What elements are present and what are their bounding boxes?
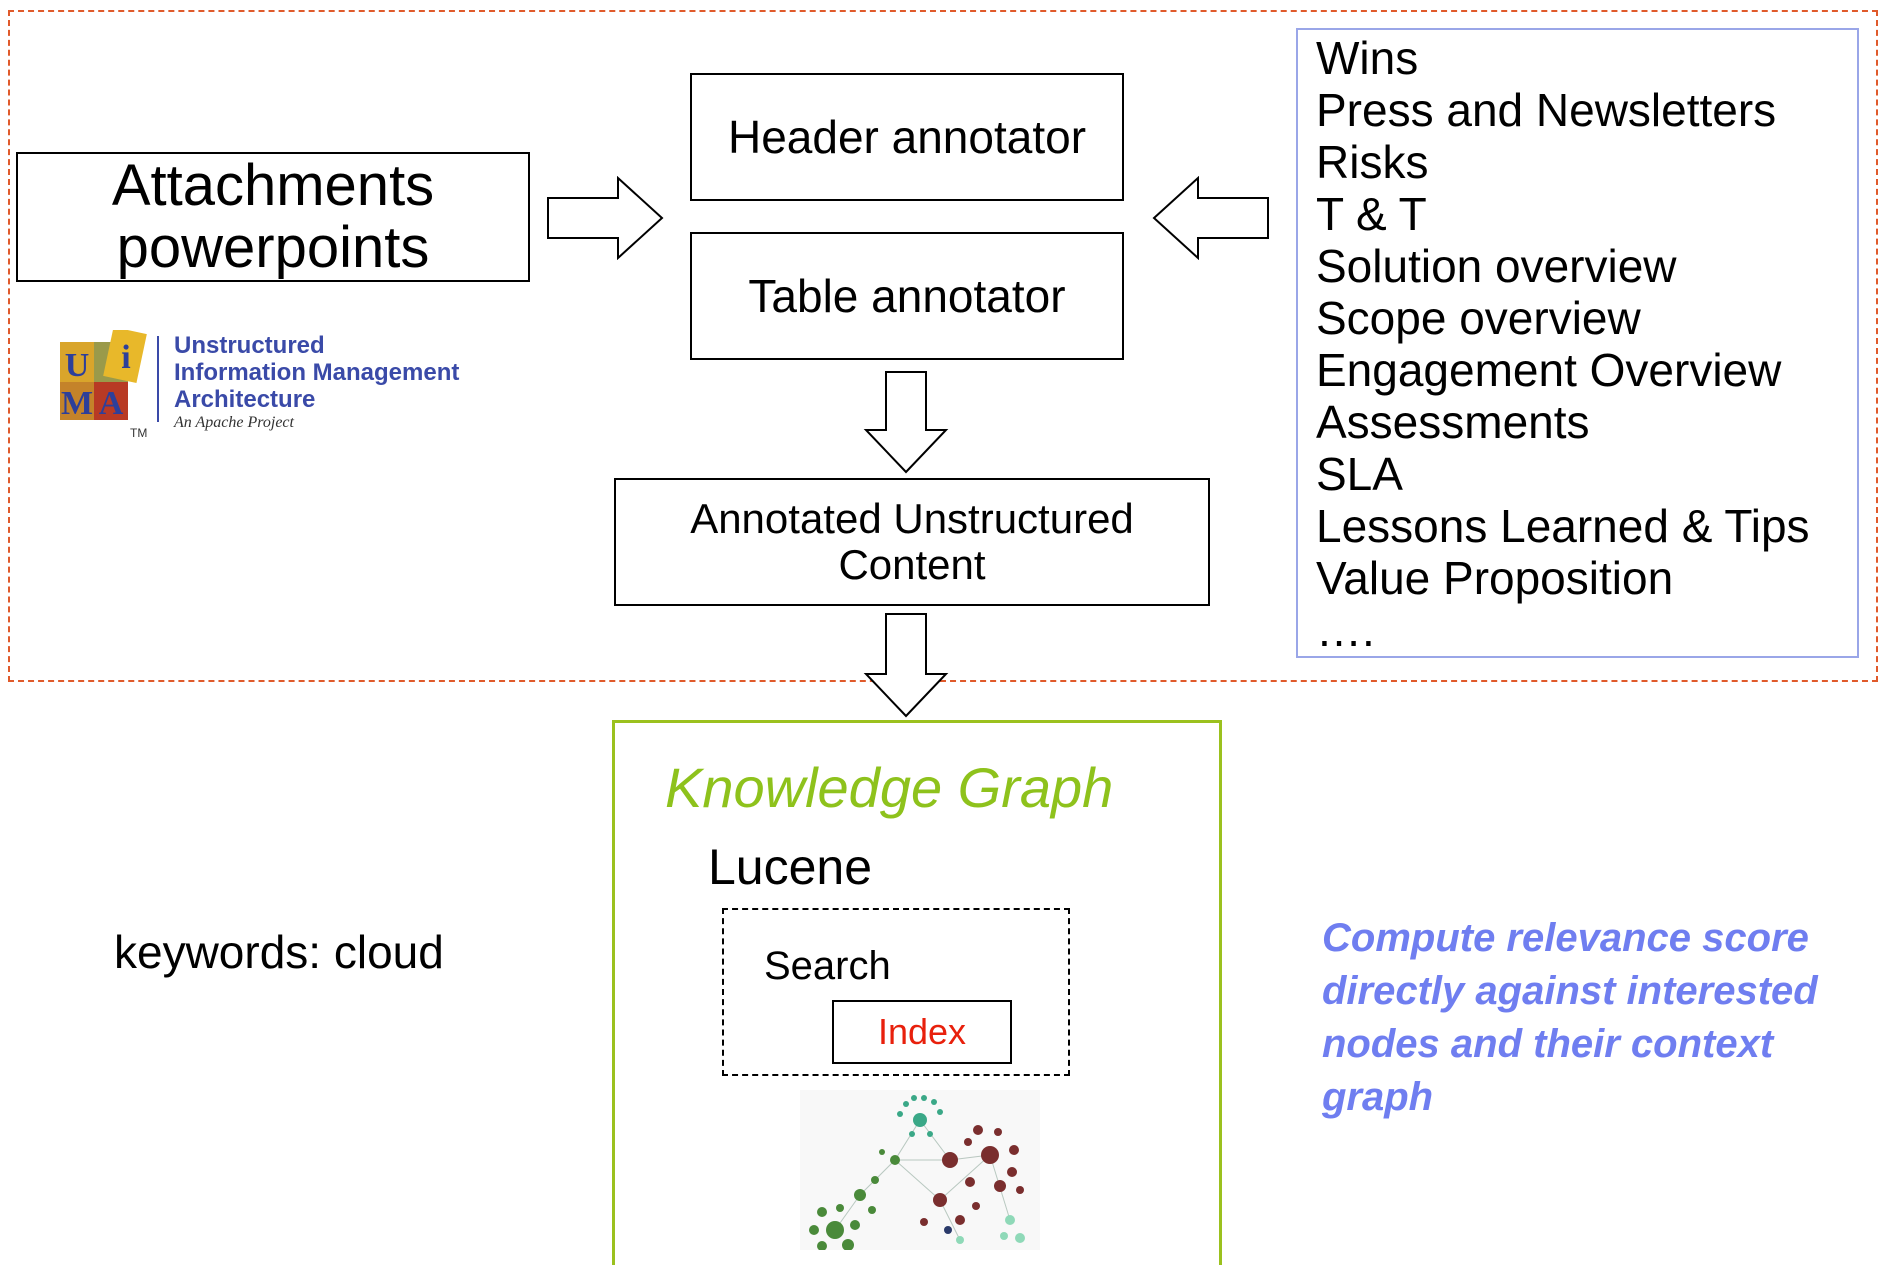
uima-line-3: Architecture bbox=[174, 386, 316, 413]
list-item: Scope overview bbox=[1316, 292, 1641, 344]
uima-subtitle: An Apache Project bbox=[174, 414, 294, 431]
annotated-content-box: Annotated Unstructured Content bbox=[614, 478, 1210, 606]
knowledge-graph-box bbox=[612, 720, 1222, 1265]
list-item: Engagement Overview bbox=[1316, 344, 1782, 396]
list-item: T & T bbox=[1316, 188, 1427, 240]
uima-letter-m: M bbox=[61, 385, 93, 422]
section-list: Wins Press and Newsletters Risks T & T S… bbox=[1296, 28, 1859, 658]
attachments-line-2: powerpoints bbox=[116, 215, 430, 280]
list-item: Wins bbox=[1316, 32, 1419, 84]
list-item: SLA bbox=[1316, 448, 1403, 500]
annotated-line-1: Annotated Unstructured bbox=[690, 495, 1134, 542]
index-box: Index bbox=[832, 1000, 1012, 1064]
uima-logo: U i M A Unstructured Information Managem… bbox=[58, 327, 488, 440]
down-arrow-icon bbox=[863, 613, 949, 718]
attachments-line-1: Attachments bbox=[111, 153, 435, 218]
list-item: Value Proposition bbox=[1316, 552, 1674, 604]
knowledge-graph-network-image bbox=[800, 1090, 1040, 1250]
processing-region bbox=[8, 10, 1878, 682]
annotated-line-2: Content bbox=[838, 541, 986, 588]
knowledge-graph-title: Knowledge Graph bbox=[665, 756, 1114, 819]
attachments-box: Attachments powerpoints bbox=[16, 152, 530, 282]
list-item: …. bbox=[1316, 604, 1375, 656]
list-item: Risks bbox=[1316, 136, 1429, 188]
uima-tm: TM bbox=[130, 426, 148, 440]
compute-relevance-note: Compute relevance score directly against… bbox=[1322, 916, 1818, 1119]
list-item: Solution overview bbox=[1316, 240, 1677, 292]
uima-logo-icon: U i M A bbox=[60, 327, 159, 422]
table-annotator-box: Table annotator bbox=[690, 232, 1124, 360]
lucene-label: Lucene bbox=[708, 839, 873, 895]
down-arrow-icon bbox=[863, 371, 949, 474]
uima-line-2: Information Management bbox=[174, 359, 460, 386]
keywords-label: keywords: cloud bbox=[114, 926, 444, 978]
right-arrow-icon bbox=[547, 176, 664, 260]
uima-letter-u: U bbox=[65, 347, 90, 384]
header-annotator-box: Header annotator bbox=[690, 73, 1124, 201]
list-item: Lessons Learned & Tips bbox=[1316, 500, 1810, 552]
search-label: Search bbox=[764, 944, 891, 988]
uima-line-1: Unstructured bbox=[174, 332, 325, 359]
list-item: Press and Newsletters bbox=[1316, 84, 1777, 136]
uima-logo-text: Unstructured Information Management Arch… bbox=[174, 332, 459, 413]
uima-letter-a: A bbox=[99, 385, 124, 422]
left-arrow-icon bbox=[1152, 176, 1269, 260]
uima-letter-i: i bbox=[121, 339, 130, 376]
search-box bbox=[722, 908, 1070, 1076]
list-item: Assessments bbox=[1316, 396, 1590, 448]
